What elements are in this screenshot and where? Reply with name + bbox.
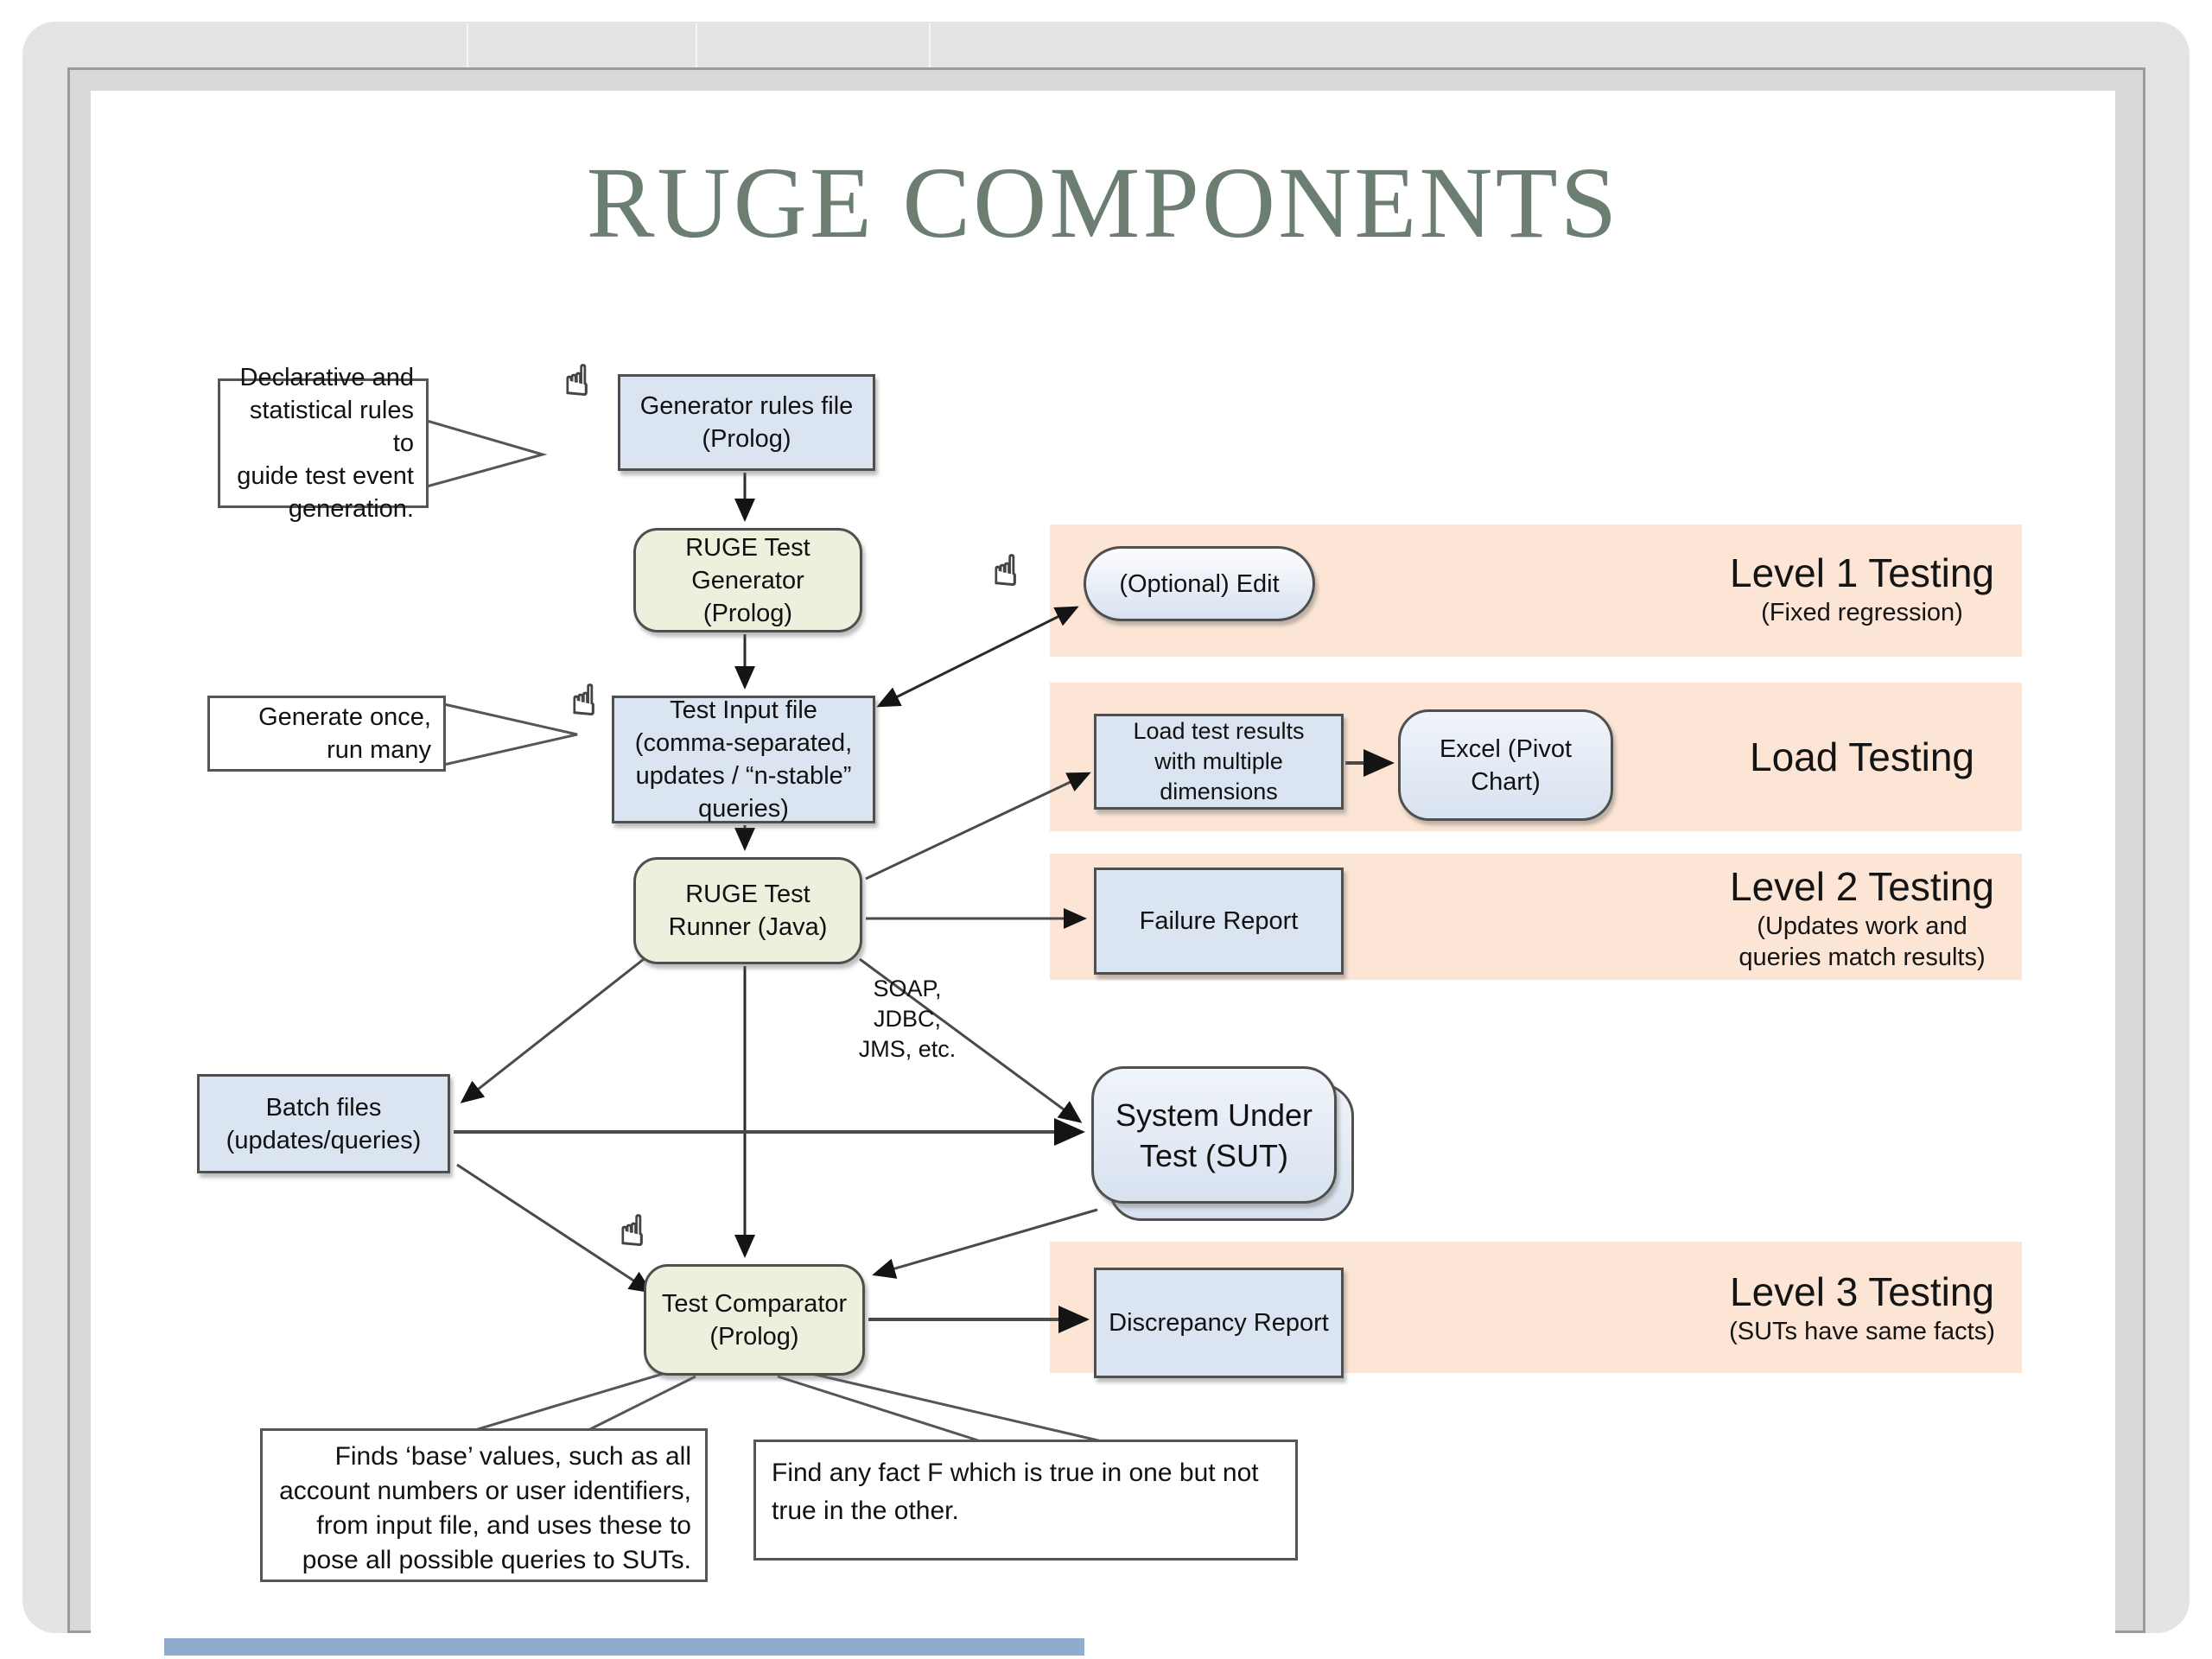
level2-subtitle: (Updates work and queries match results) [1738, 912, 1986, 971]
frame-separator [467, 23, 468, 68]
load-testing-title: Load Testing [1749, 734, 1975, 779]
bottom-accent-bar [164, 1638, 1084, 1656]
callout-generate-once: Generate once, run many [207, 696, 446, 772]
hand-cursor-icon: ☝ [563, 356, 590, 406]
annotation-finds-base-values: Finds ‘base’ values, such as all account… [260, 1428, 708, 1582]
optional-edit-node: (Optional) Edit [1084, 546, 1315, 621]
system-under-test-node: System Under Test (SUT) [1091, 1066, 1337, 1204]
level1-title: Level 1 Testing [1729, 550, 1995, 595]
frame-separator [929, 23, 931, 68]
annotation-find-any-fact: Find any fact F which is true in one but… [753, 1440, 1298, 1560]
slide-title: RUGE COMPONENTS [586, 146, 1620, 259]
level2-label: Level 2 Testing (Updates work and querie… [1681, 862, 2044, 973]
level1-subtitle: (Fixed regression) [1761, 599, 1963, 626]
hand-cursor-icon: ☝ [992, 546, 1019, 596]
load-testing-label: Load Testing [1681, 733, 2044, 781]
test-input-file-node: Test Input file (comma-separated, update… [612, 696, 875, 823]
connector-layer [425, 419, 1395, 1443]
test-comparator-node: Test Comparator (Prolog) [644, 1264, 865, 1376]
callout-declarative-rules: Declarative and statistical rules to gui… [218, 364, 429, 523]
hand-cursor-icon: ☝ [570, 676, 597, 726]
frame-separator [696, 23, 697, 68]
level3-title: Level 3 Testing [1729, 1269, 1995, 1314]
ruge-test-runner-node: RUGE Test Runner (Java) [633, 857, 862, 964]
discrepancy-report-node: Discrepancy Report [1094, 1268, 1344, 1378]
protocols-label: SOAP, JDBC, JMS, etc. [858, 976, 957, 1062]
load-test-results-node: Load test results with multiple dimensio… [1094, 714, 1344, 810]
generator-rules-file-node: Generator rules file (Prolog) [618, 374, 875, 471]
slide: RUGE COMPONENTS [91, 91, 2115, 1633]
level3-subtitle: (SUTs have same facts) [1729, 1318, 1995, 1345]
level1-label: Level 1 Testing (Fixed regression) [1681, 549, 2044, 628]
failure-report-node: Failure Report [1094, 868, 1344, 975]
ruge-test-generator-node: RUGE Test Generator (Prolog) [633, 528, 862, 632]
excel-pivot-chart-node: Excel (Pivot Chart) [1398, 709, 1613, 821]
batch-files-node: Batch files (updates/queries) [197, 1074, 450, 1173]
hand-cursor-icon: ☝ [619, 1206, 645, 1256]
level2-title: Level 2 Testing [1729, 864, 1995, 909]
level3-label: Level 3 Testing (SUTs have same facts) [1681, 1268, 2044, 1347]
